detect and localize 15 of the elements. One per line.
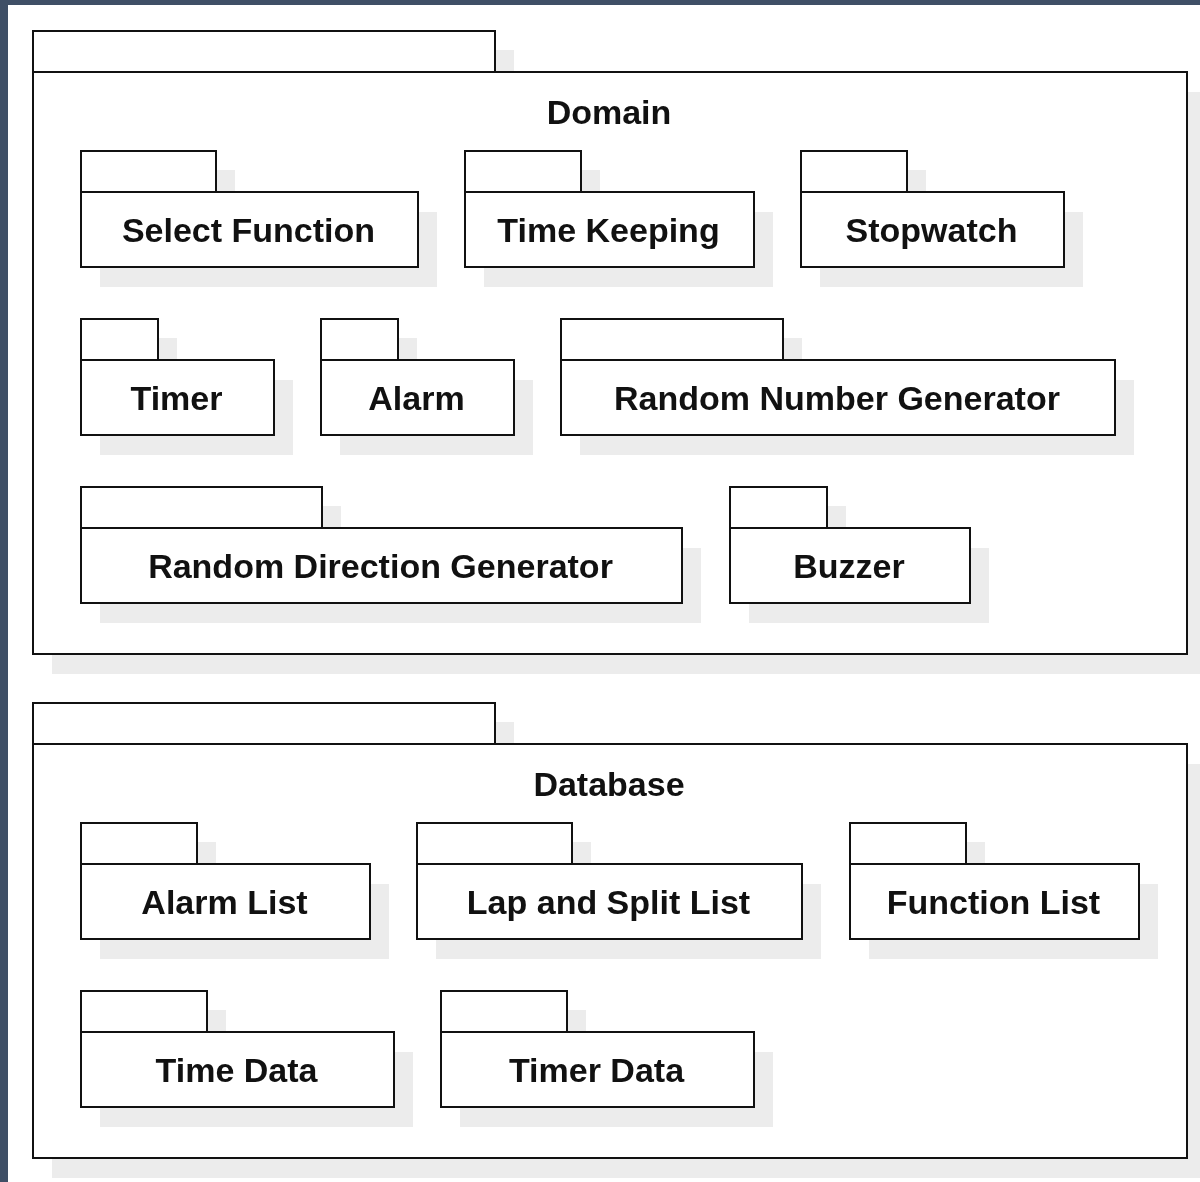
package-name: Timer Data <box>507 1049 686 1090</box>
package-name: Select Function <box>120 209 377 250</box>
package-name: Stopwatch <box>844 209 1019 250</box>
package-name: Function List <box>885 881 1102 922</box>
package-name: Lap and Split List <box>465 881 752 922</box>
package-name: Random Number Generator <box>613 377 1061 418</box>
package-title: Domain <box>545 92 673 132</box>
package-name: Time Keeping <box>496 209 721 250</box>
package-name: Alarm <box>367 377 466 418</box>
package-name: Time Data <box>154 1049 319 1090</box>
package-name: Buzzer <box>792 545 906 586</box>
package-name: Timer <box>129 377 224 418</box>
package-name: Alarm List <box>140 881 309 922</box>
package-title: Database <box>532 764 686 804</box>
package-name: Random Direction Generator <box>147 545 614 586</box>
